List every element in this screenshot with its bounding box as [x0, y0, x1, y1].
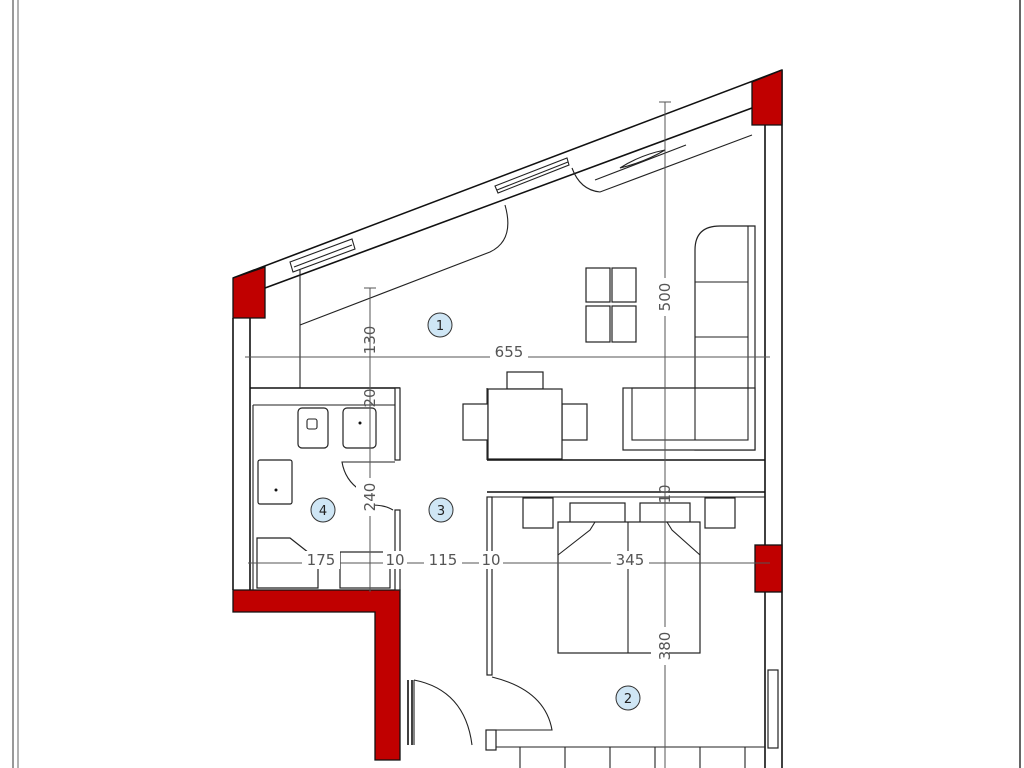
- sofa: [622, 225, 756, 451]
- stairs: [496, 669, 779, 768]
- interior-walls: [250, 387, 765, 676]
- dim-right-2: 10: [656, 484, 674, 503]
- dim-bottom-5: 345: [616, 551, 645, 569]
- dim-left-3: 240: [361, 483, 379, 512]
- windows: [289, 134, 753, 388]
- room-tag-4[interactable]: 4: [310, 497, 336, 523]
- room-tag-label: 2: [624, 692, 632, 707]
- room-tag-3[interactable]: 3: [428, 497, 454, 523]
- bed: [522, 497, 736, 654]
- coffee-table: [585, 267, 637, 343]
- dim-left-2: 20: [361, 388, 379, 407]
- dining-table: [462, 371, 588, 460]
- dim-bottom-4: 10: [481, 551, 500, 569]
- dim-right-1: 500: [656, 283, 674, 312]
- dim-overall-width: 655: [495, 343, 524, 361]
- room-tag-label: 1: [436, 319, 444, 334]
- room-tag-label: 3: [437, 504, 445, 519]
- dimension-labels: 655 175 10 115 10 345 130 20 240 500 10 …: [302, 278, 674, 665]
- dim-bottom-2: 10: [385, 551, 404, 569]
- dim-bottom-3: 115: [429, 551, 458, 569]
- room-tag-1[interactable]: 1: [427, 312, 453, 338]
- dim-left-1: 130: [361, 326, 379, 355]
- exterior-walls: [232, 69, 783, 768]
- dim-right-3: 380: [656, 632, 674, 661]
- page-border: [12, 0, 1021, 768]
- doors: [413, 676, 553, 751]
- room-tag-2[interactable]: 2: [615, 685, 641, 711]
- room-tag-label: 4: [319, 504, 327, 519]
- dim-bottom-1: 175: [307, 551, 336, 569]
